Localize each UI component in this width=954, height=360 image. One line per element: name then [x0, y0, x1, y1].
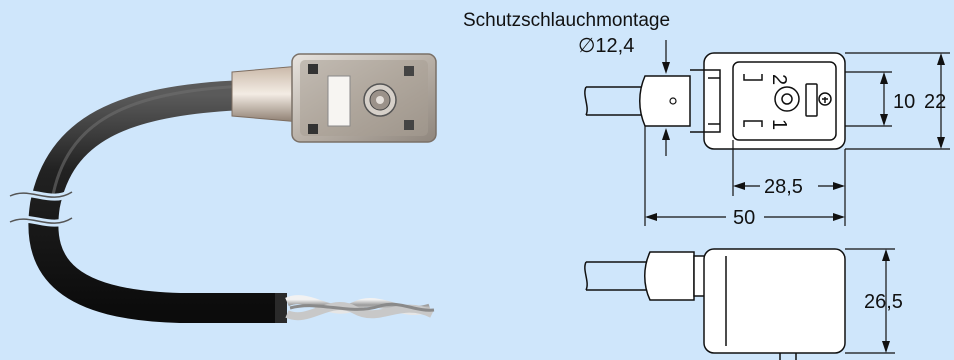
- cable-break-marks: [8, 188, 74, 227]
- width-dimension-50: 50: [644, 126, 845, 229]
- diameter-dimension: ∅12,4: [578, 35, 670, 156]
- stripped-wires: [285, 295, 435, 321]
- pin-label-1: 1: [768, 119, 790, 130]
- svg-text:28,5: 28,5: [764, 176, 803, 198]
- height-dimension-22: 22: [845, 52, 950, 150]
- drawing-title: Schutzschlauchmontage: [463, 10, 670, 31]
- side-view-drawing: [584, 248, 846, 360]
- pin-label-2: 2: [768, 74, 790, 85]
- svg-text:10: 10: [893, 91, 915, 113]
- svg-text:50: 50: [733, 207, 755, 229]
- height-dimension-10: 10: [845, 71, 915, 127]
- strain-relief-sleeve: [231, 65, 301, 123]
- svg-text:22: 22: [924, 91, 946, 113]
- connector-photo: [8, 53, 437, 323]
- top-view-drawing: 2 1: [584, 52, 846, 150]
- side-height-dimension: 26,5: [845, 248, 903, 354]
- width-dimension-28-5: 28,5: [732, 140, 846, 226]
- cable: [28, 80, 285, 323]
- svg-text:26,5: 26,5: [864, 291, 903, 313]
- svg-text:∅12,4: ∅12,4: [578, 35, 634, 57]
